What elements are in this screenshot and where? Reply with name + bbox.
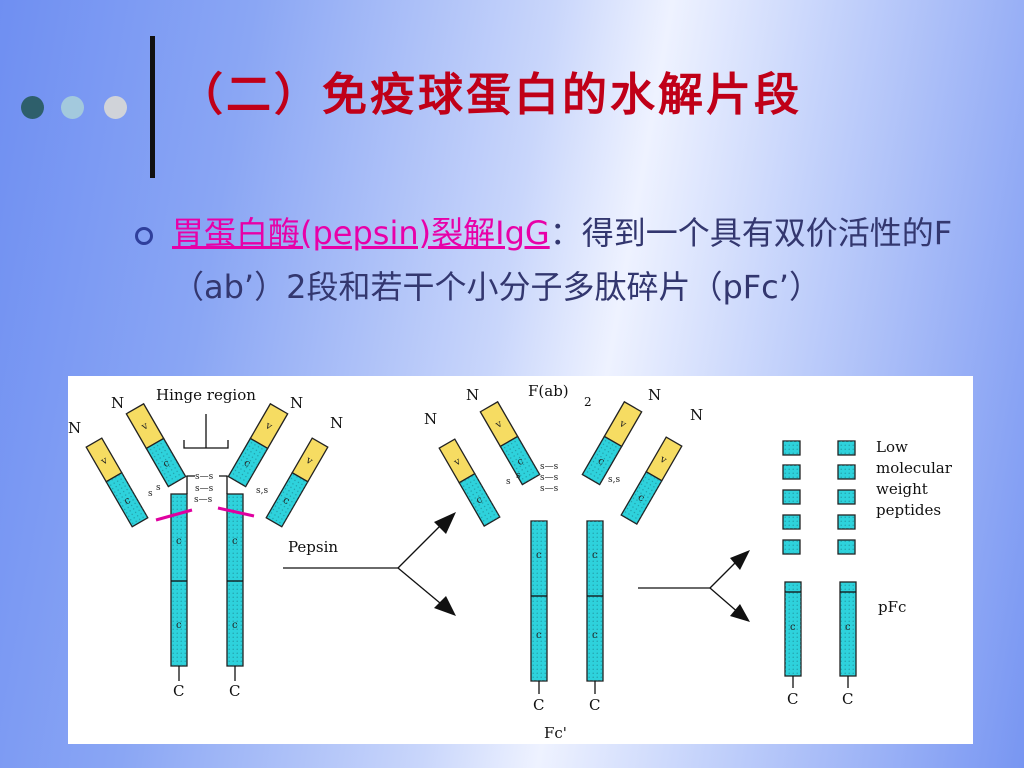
n-label: N [466,386,479,404]
n-label: N [68,419,81,437]
decor-dot-light-blue [61,96,84,119]
left-heavy-stem: c c C [170,493,188,700]
n-label: N [290,394,303,412]
bullet-highlight: 胃蛋白酶(pepsin)裂解IgG [172,214,550,252]
c-label: C [229,682,240,700]
c-domain-label: c [790,622,796,633]
bullet-text: 胃蛋白酶(pepsin)裂解IgG：得到一个具有双价活性的F（ab’）2段和若干… [172,206,972,314]
fab-right-light: v c [620,436,683,525]
hinge-disulfides: s—s s—s s—s s s s,s [148,472,268,505]
c-domain-label: c [232,536,238,547]
disulfide-label: s—s [195,472,214,482]
c-label: C [533,696,544,714]
fab-disulfides: s—s s—s s—s s s s,s [506,462,620,494]
low-mw-label-line3: weight [876,480,928,498]
n-label: N [330,414,343,432]
decor-dot-gray [104,96,127,119]
low-mw-label-line2: molecular [876,459,953,477]
diagram-svg: v c N v c N c c C c c [68,382,953,742]
c-domain-label: c [592,550,598,561]
cleavage-mark-left [155,508,193,522]
pfc-fragment: c C c C pFc [784,581,906,708]
c-domain-label: c [536,550,542,561]
fab-right-heavy: v c [581,400,643,486]
pfc-label: pFc [878,598,906,616]
low-mw-label-line4: peptides [876,501,941,519]
ss-label: s,s [608,475,620,485]
c-domain-label: c [636,492,647,505]
low-mw-label-line1: Low [876,438,908,456]
c-domain-label: c [474,494,485,507]
pepsin-label: Pepsin [288,538,338,556]
v-label: v [452,456,464,469]
c-domain-label: c [536,630,542,641]
bullet-rest: ：得到一个具有双价活性的F（ab’）2段和若干个小分子多肽碎片（pFc’） [172,214,953,306]
right-heavy-stem: c c C [226,493,244,700]
n-label: N [111,394,124,412]
disulfide-label: s—s [540,462,559,472]
c-domain-label: c [232,620,238,631]
decor-dot-dark [21,96,44,119]
s-label: s [148,489,153,499]
fab-left-heavy: v c [479,400,541,486]
hinge-region-label: Hinge region [156,386,256,404]
v-label: v [617,418,629,431]
c-label: C [173,682,184,700]
s-label: s [506,477,511,487]
n-label: N [424,410,437,428]
bullet-circle-icon [135,227,153,245]
c-domain-label: c [176,536,182,547]
pepsin-arrow: Pepsin [283,512,456,616]
c-domain-label: c [161,458,172,471]
v-label: v [657,453,669,466]
disulfide-label: s—s [195,484,214,494]
c-domain-label: c [176,620,182,631]
fab2-label: F(ab) [528,382,569,400]
c-domain-label: c [845,622,851,633]
disulfide-label: s—s [540,484,559,494]
c-domain-label: c [242,458,253,471]
fab2-fragment: v c N v c N v c N v c N s—s [424,382,703,527]
n-label: N [648,386,661,404]
second-arrow [638,550,750,622]
c-domain-label: c [515,456,526,469]
n-label: N [690,406,703,424]
cleavage-mark-right [217,506,255,518]
left-light-chain: v c [85,437,149,528]
ss-label: s,s [256,486,268,496]
s-label: s [156,483,161,493]
c-domain-label: c [596,456,607,469]
c-label: C [787,690,798,708]
disulfide-label: s—s [540,473,559,483]
disulfide-label: s—s [194,495,213,505]
fc-prime-label: Fc' [544,724,567,742]
intact-igg: v c N v c N c c C c c [68,386,343,700]
c-domain-label: c [281,495,292,508]
v-label: v [493,418,505,431]
fab2-subscript: 2 [584,395,592,409]
title-divider-bar [150,36,155,178]
fc-prime-fragment: c c C c c C Fc' [530,520,604,742]
pepsin-digestion-diagram: v c N v c N c c C c c [68,376,973,744]
v-label: v [263,420,275,433]
right-light-chain: v c [265,437,329,528]
c-label: C [842,690,853,708]
c-label: C [589,696,600,714]
s-label: s [516,471,521,481]
v-label: v [99,455,111,468]
v-label: v [303,454,315,467]
v-label: v [139,420,151,433]
fab-left-light: v c [438,438,501,527]
c-domain-label: c [122,495,133,508]
left-heavy-arm: v c [125,402,187,488]
low-mw-peptides: Low molecular weight peptides [782,438,953,555]
c-domain-label: c [592,630,598,641]
right-heavy-arm: v c [227,402,289,488]
slide-title: （二）免疫球蛋白的水解片段 [178,68,803,121]
